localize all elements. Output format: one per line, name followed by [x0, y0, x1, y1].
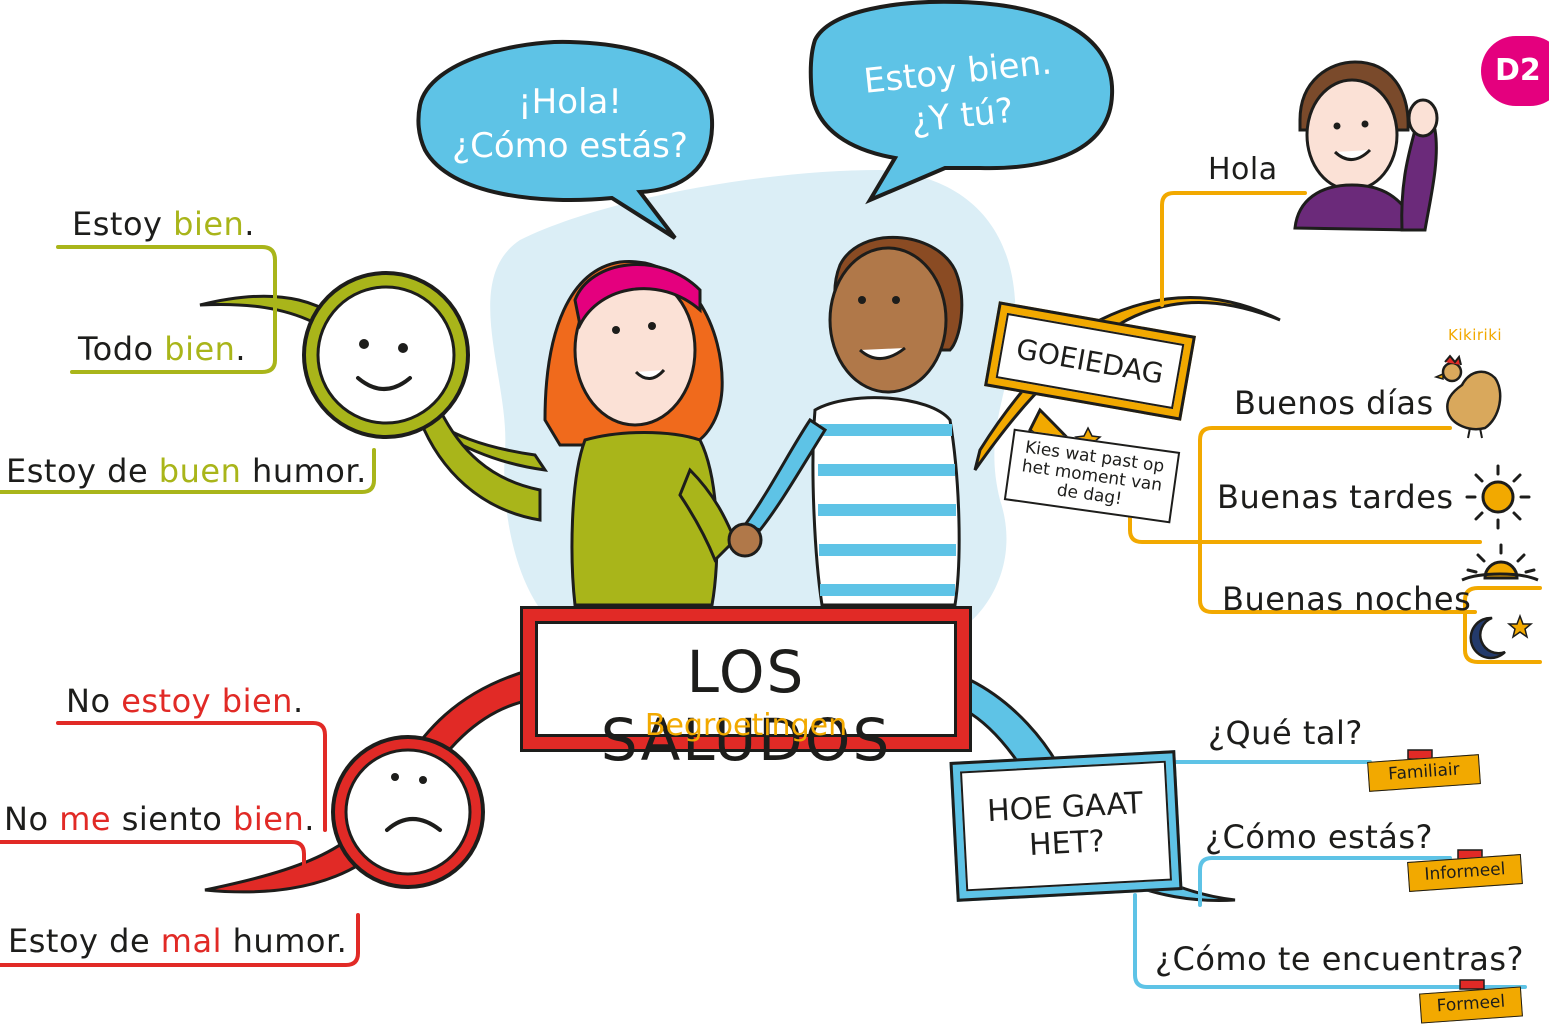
speech-bubble-right	[808, 0, 1115, 205]
woman-portrait	[1293, 60, 1439, 232]
bubble-left-line2: ¿Cómo estás?	[452, 126, 688, 166]
speech-bubble-left-text: ¡Hola! ¿Cómo estás?	[430, 80, 710, 168]
greeting-hola: Hola	[1208, 152, 1278, 187]
negative-lines	[0, 721, 360, 967]
sad-face-icon	[331, 735, 485, 889]
negative-phrase-1: No estoy bien.	[66, 682, 304, 720]
positive-lines	[0, 245, 376, 494]
sunset-icon	[1461, 543, 1539, 582]
happy-face-icon	[302, 271, 470, 439]
negative-phrase-2: No me siento bien.	[4, 800, 315, 838]
howareyou-lines	[1133, 760, 1527, 989]
positive-phrase-2: Todo bien.	[78, 330, 247, 368]
sun-icon	[1465, 464, 1531, 530]
title-box: LOS SALUDOS Begroetingen	[520, 606, 972, 774]
hoe-gaat-het-sign-label: HOE GAAT HET?	[960, 760, 1172, 892]
greetings-lines	[1128, 191, 1542, 664]
bubble-left-line1: ¡Hola!	[518, 82, 622, 122]
tag-pin	[1459, 979, 1485, 990]
question-como-te-encuentras: ¿Cómo te encuentras?	[1155, 940, 1525, 978]
rooster-icon	[1433, 354, 1502, 439]
boy-character	[727, 235, 964, 607]
speech-bubble-left	[416, 39, 715, 240]
greeting-morning: Buenos días	[1234, 384, 1434, 422]
main-title: LOS SALUDOS	[600, 638, 892, 774]
question-como-estas: ¿Cómo estás?	[1205, 818, 1433, 856]
greeting-afternoon: Buenas tardes	[1217, 478, 1454, 516]
moon-icon	[1469, 613, 1534, 660]
title-box-inner: LOS SALUDOS Begroetingen	[535, 621, 957, 774]
green-branch-lower	[418, 407, 542, 522]
rooster-sound: Kikiriki	[1448, 326, 1503, 344]
positive-phrase-3: Estoy de buen humor.	[6, 452, 367, 490]
negative-phrase-3: Estoy de mal humor.	[8, 922, 348, 960]
page-badge: D2	[1481, 36, 1549, 106]
girl-character	[543, 260, 737, 607]
greeting-evening: Buenas noches	[1222, 580, 1472, 618]
hoe-gaat-het-sign: HOE GAAT HET?	[949, 750, 1183, 902]
main-subtitle: Begroetingen	[644, 708, 848, 743]
positive-phrase-1: Estoy bien.	[72, 205, 255, 243]
question-que-tal: ¿Qué tal?	[1208, 714, 1363, 752]
